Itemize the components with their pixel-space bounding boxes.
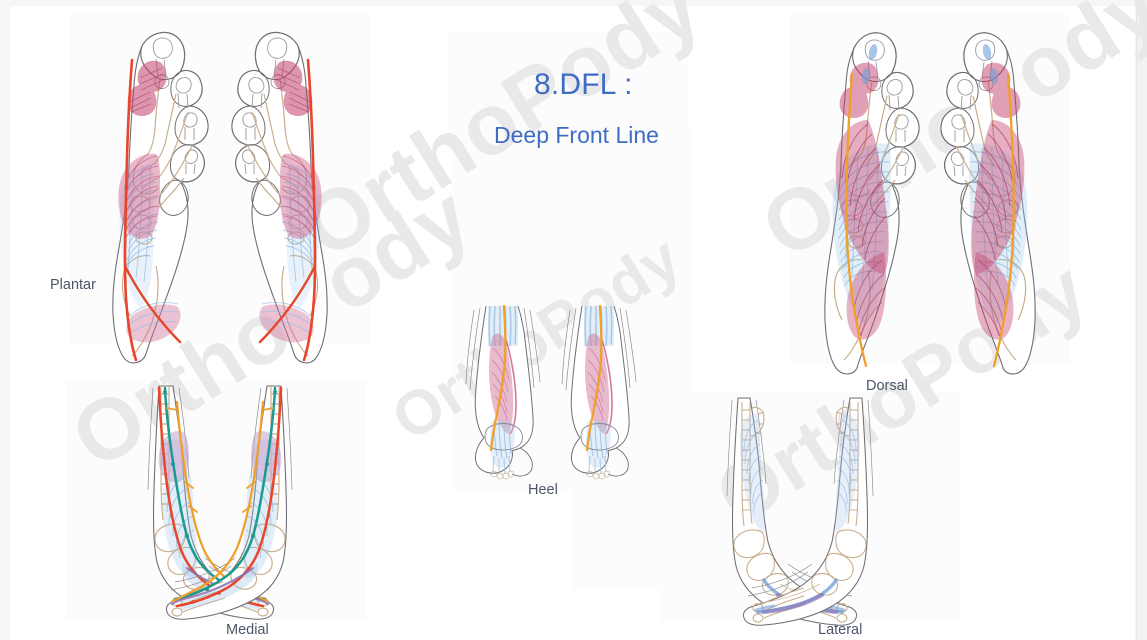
medial-view-figure [95, 378, 345, 621]
page-title: 8.DFL : [534, 68, 633, 101]
dorsal-view-figure [792, 16, 1068, 376]
heel-view-label: Heel [528, 482, 558, 498]
plantar-view-label: Plantar [50, 277, 96, 293]
heel-view-figure [462, 300, 642, 481]
medial-view-label: Medial [226, 622, 269, 638]
dorsal-foot-left [823, 31, 921, 376]
heel-foot-right [560, 304, 638, 481]
heel-foot-left [464, 304, 542, 481]
panel-title [448, 32, 688, 152]
lateral-view-label: Lateral [818, 622, 863, 638]
page-subtitle: Deep Front Line [494, 122, 659, 148]
plantar-view-figure [70, 16, 370, 376]
lateral-view-figure [660, 398, 945, 618]
dorsal-foot-right [939, 31, 1037, 376]
slide-right-edge [1136, 0, 1147, 640]
plantar-foot-left [111, 31, 210, 365]
dorsal-view-label: Dorsal [866, 378, 908, 394]
plantar-foot-right [230, 31, 329, 365]
